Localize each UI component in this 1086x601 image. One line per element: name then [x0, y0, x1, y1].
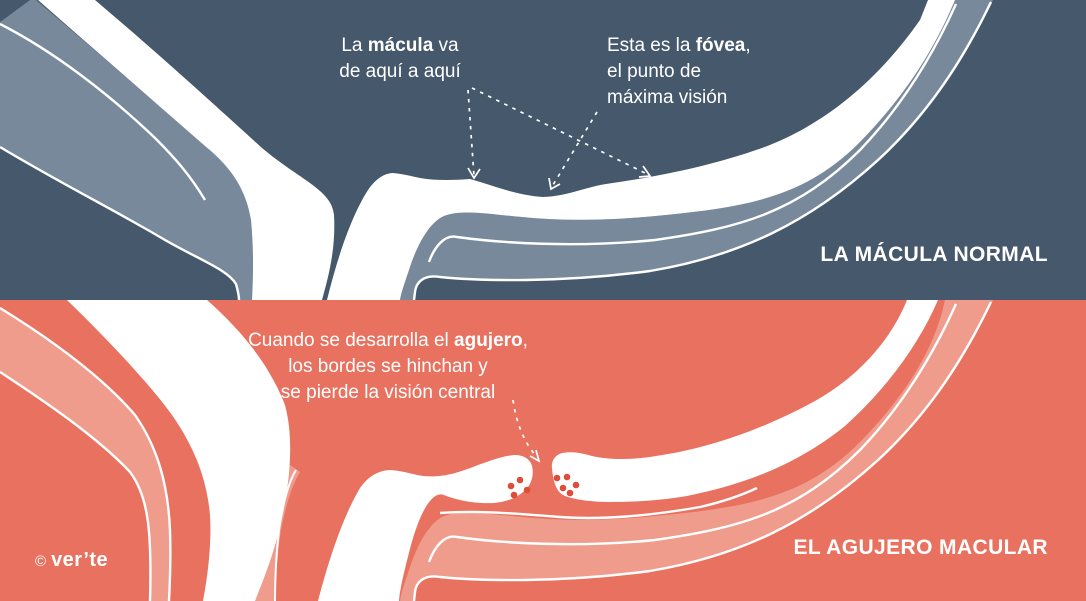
layer-line [0, 145, 241, 300]
verte-logo: © ver’te [35, 549, 108, 572]
arrowhead-icon [529, 449, 541, 463]
cyst-dot [559, 484, 567, 492]
annotation-arrows [467, 87, 652, 191]
layer-line [412, 301, 993, 601]
annotation-line: se pierde la visión central [280, 382, 496, 403]
hole-edge-left [318, 455, 533, 601]
cyst-dot [507, 482, 515, 490]
cyst-dots [507, 473, 580, 499]
cyst-dot [553, 474, 561, 482]
annotation-macula: La mácula va de aquí a aquí [290, 33, 510, 85]
layer-line [0, 306, 172, 601]
inner-retina-surface-left [38, 0, 335, 300]
cyst-dot [566, 489, 574, 497]
arrowhead-icon [638, 165, 652, 178]
annotation-arrows [512, 399, 541, 463]
panel-normal-macula: La mácula va de aquí a aquí Esta es la f… [0, 0, 1086, 300]
panel-title-normal: LA MÁCULA NORMAL [820, 243, 1048, 266]
annotation-line: Cuando se desarrolla el agujero, [248, 330, 528, 351]
retina-outer-layer-right [400, 300, 993, 601]
brand-name: ver’te [51, 549, 109, 571]
retina-cross-section-normal [0, 0, 993, 300]
layer-line [0, 370, 152, 601]
retina-cross-section-hole [0, 300, 993, 601]
layer-line [0, 22, 207, 201]
annotation-line: el punto de [607, 61, 702, 82]
corner-wedge [0, 0, 30, 22]
cyst-dot [572, 481, 580, 489]
arrow-hole [512, 399, 537, 457]
cyst-dot [510, 491, 518, 499]
annotation-line: de aquí a aquí [339, 61, 461, 82]
hole-edge-right [551, 300, 938, 502]
inner-retina-surface-left [67, 300, 291, 601]
panel-macular-hole: Cuando se desarrolla el agujero, los bor… [0, 300, 1086, 601]
copyright-icon: © [35, 553, 47, 570]
cyst-dot [516, 476, 524, 484]
layer-line [439, 486, 758, 520]
layer-line [427, 303, 958, 563]
annotation-line: los bordes se hinchan y [288, 356, 488, 377]
retina-outer-layer-left [0, 0, 253, 300]
annotation-line: La mácula va [341, 35, 459, 56]
panel-title-hole: EL AGUJERO MACULAR [793, 536, 1048, 559]
cyst-dot [563, 473, 571, 481]
annotation-fovea: Esta es la fóvea, el punto de máxima vis… [607, 33, 827, 111]
layer-line [427, 3, 958, 263]
arrowhead-icon [548, 177, 561, 191]
arrowhead-icon [467, 167, 481, 180]
cyst-dot [523, 486, 531, 494]
arrow-fovea [552, 111, 598, 186]
macula-surface-with-fovea [327, 0, 955, 300]
arrow-macula-left [467, 89, 475, 177]
annotation-hole: Cuando se desarrolla el agujero, los bor… [208, 328, 568, 406]
retina-outer-layer-right [400, 0, 993, 300]
annotation-line: Esta es la fóvea, [607, 35, 751, 56]
layer-line [412, 1, 993, 300]
retina-outer-layer-left [0, 308, 171, 601]
annotation-line: máxima visión [607, 87, 728, 108]
